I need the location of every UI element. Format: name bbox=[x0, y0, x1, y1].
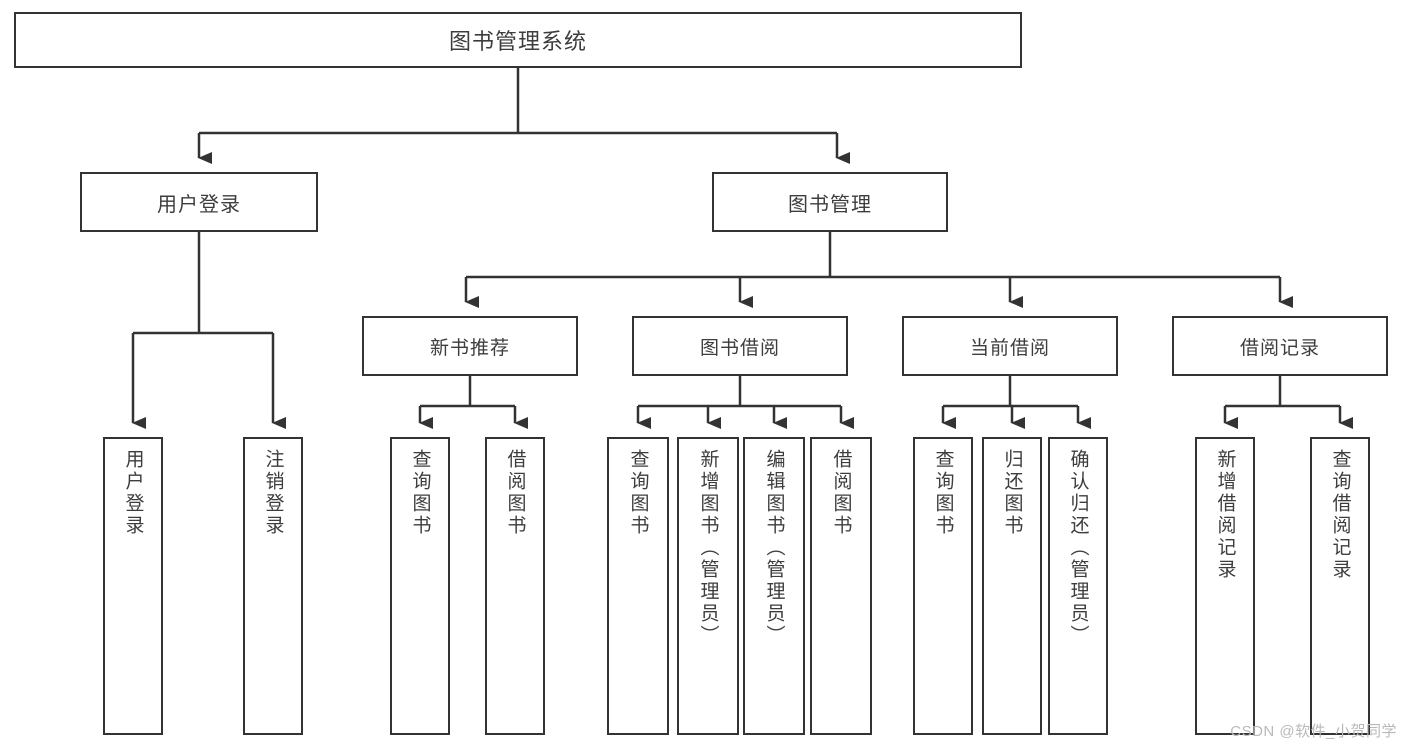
leaf-user-logout-label: 注销登录 bbox=[262, 449, 284, 537]
node-book-management-label: 图书管理 bbox=[788, 193, 872, 216]
leaf-query-book-recommend[interactable]: 查询图书 bbox=[390, 437, 450, 735]
node-borrow-record-label: 借阅记录 bbox=[1239, 337, 1320, 359]
leaf-borrow-book-recommend[interactable]: 借阅图书 bbox=[485, 437, 545, 735]
node-new-book-recommend-label: 新书推荐 bbox=[429, 337, 510, 359]
leaf-query-book-current[interactable]: 查询图书 bbox=[913, 437, 973, 735]
leaf-borrow-book[interactable]: 借阅图书 bbox=[810, 437, 872, 735]
node-root[interactable]: 图书管理系统 bbox=[14, 12, 1022, 68]
node-book-management[interactable]: 图书管理 bbox=[712, 172, 948, 232]
node-current-borrow-label: 当前借阅 bbox=[969, 337, 1050, 359]
leaf-return-book[interactable]: 归还图书 bbox=[982, 437, 1042, 735]
leaf-query-book-borrow-label: 查询图书 bbox=[627, 449, 649, 537]
leaf-query-book-current-label: 查询图书 bbox=[932, 449, 954, 537]
watermark: CSDN @软件_小贺同学 bbox=[1230, 723, 1397, 740]
leaf-add-borrow-record[interactable]: 新增借阅记录 bbox=[1195, 437, 1255, 735]
node-current-borrow[interactable]: 当前借阅 bbox=[902, 316, 1118, 376]
leaf-confirm-return-admin-label: 确认归还（管理员） bbox=[1067, 449, 1089, 647]
node-new-book-recommend[interactable]: 新书推荐 bbox=[362, 316, 578, 376]
leaf-add-book-admin[interactable]: 新增图书（管理员） bbox=[677, 437, 739, 735]
leaf-user-login[interactable]: 用户登录 bbox=[103, 437, 163, 735]
leaf-query-book-borrow[interactable]: 查询图书 bbox=[607, 437, 669, 735]
leaf-edit-book-admin[interactable]: 编辑图书（管理员） bbox=[743, 437, 805, 735]
leaf-return-book-label: 归还图书 bbox=[1001, 449, 1023, 537]
leaf-borrow-book-label: 借阅图书 bbox=[830, 449, 852, 537]
leaf-query-borrow-record[interactable]: 查询借阅记录 bbox=[1310, 437, 1370, 735]
leaf-edit-book-admin-label: 编辑图书（管理员） bbox=[763, 449, 785, 647]
leaf-add-borrow-record-label: 新增借阅记录 bbox=[1214, 449, 1236, 581]
node-book-borrow[interactable]: 图书借阅 bbox=[632, 316, 848, 376]
leaf-confirm-return-admin[interactable]: 确认归还（管理员） bbox=[1048, 437, 1108, 735]
node-root-label: 图书管理系统 bbox=[448, 29, 587, 54]
leaf-user-login-label: 用户登录 bbox=[122, 449, 144, 537]
node-book-borrow-label: 图书借阅 bbox=[699, 337, 780, 359]
leaf-borrow-book-recommend-label: 借阅图书 bbox=[504, 449, 526, 537]
leaf-user-logout[interactable]: 注销登录 bbox=[243, 437, 303, 735]
node-borrow-record[interactable]: 借阅记录 bbox=[1172, 316, 1388, 376]
node-user-login[interactable]: 用户登录 bbox=[80, 172, 318, 232]
leaf-add-book-admin-label: 新增图书（管理员） bbox=[697, 449, 719, 647]
node-user-login-label: 用户登录 bbox=[157, 193, 241, 216]
leaf-query-book-recommend-label: 查询图书 bbox=[409, 449, 431, 537]
leaf-query-borrow-record-label: 查询借阅记录 bbox=[1329, 449, 1351, 581]
